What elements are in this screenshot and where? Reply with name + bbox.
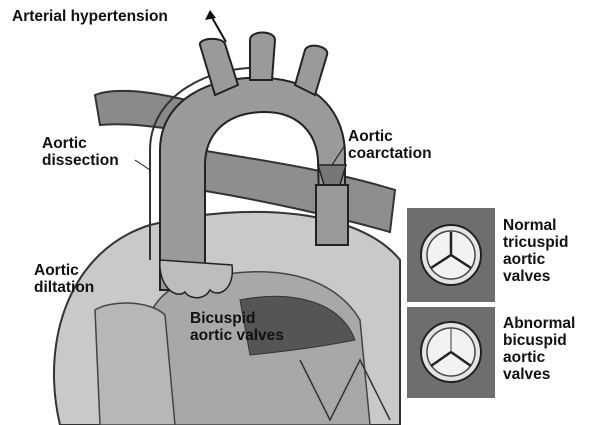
descending-aorta: [316, 185, 348, 245]
bicuspid-valve-icon: [421, 322, 481, 382]
label-normal-tricuspid: Normal tricuspid aortic valves: [503, 217, 568, 285]
left-carotid-branch: [250, 33, 275, 81]
tricuspid-valve-icon: [421, 225, 481, 285]
hypertension-arrow-head: [205, 10, 216, 20]
label-abnormal-bicuspid: Abnormal bicuspid aortic valves: [503, 315, 575, 383]
dissection-pointer: [135, 160, 150, 170]
label-aortic-diltation: Aortic diltation: [34, 262, 94, 296]
label-arterial-hypertension: Arterial hypertension: [12, 8, 168, 25]
label-aortic-dissection: Aortic dissection: [42, 135, 119, 169]
label-aortic-coarctation: Aortic coarctation: [348, 128, 432, 162]
left-wall-band: [95, 303, 175, 425]
label-bicuspid-aortic-valves: Bicuspid aortic valves: [190, 310, 284, 344]
left-subclavian-branch: [295, 46, 327, 95]
